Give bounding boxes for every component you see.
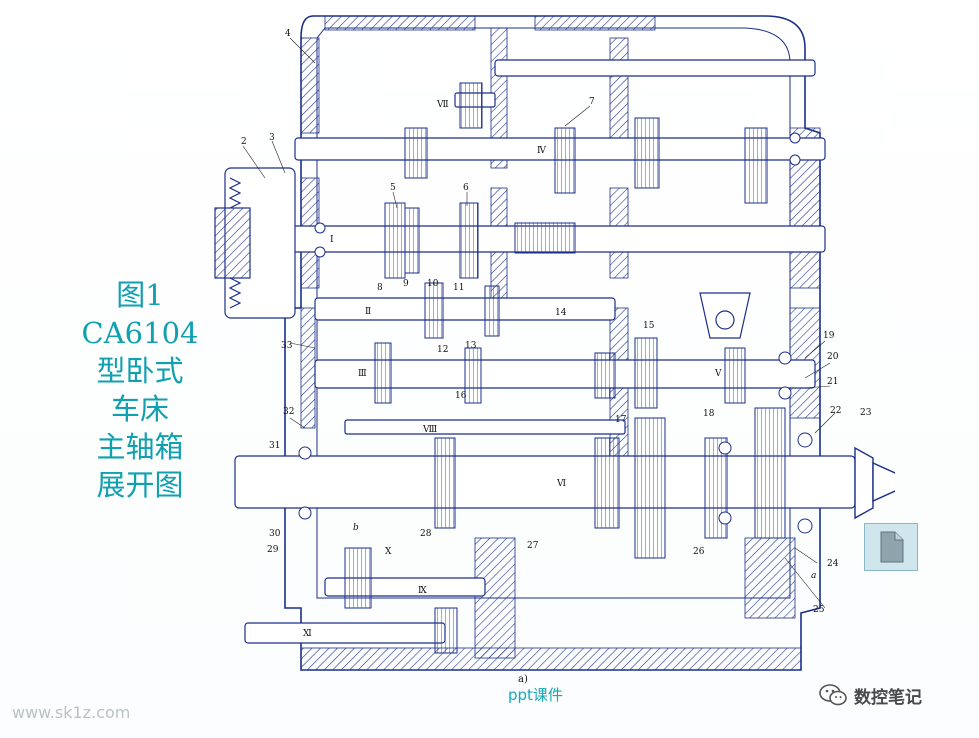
part-num: 28	[420, 529, 432, 539]
bearings	[298, 132, 813, 534]
part-num: 2	[241, 137, 247, 147]
part-num: 21	[827, 377, 838, 387]
part-num: 18	[703, 409, 715, 419]
shaft-label: Ⅰ	[330, 235, 334, 245]
part-num: 27	[527, 541, 539, 551]
caption: 图1 CA6104 型卧式 车床 主轴箱 展开图	[70, 276, 210, 504]
shaft-label: Ⅳ	[537, 146, 547, 156]
watermark-url: www.sk1z.com	[12, 703, 131, 722]
wechat-icon	[819, 684, 847, 706]
part-num: 7	[589, 97, 595, 107]
part-num: 33	[281, 341, 293, 351]
spindle-nose	[854, 446, 895, 520]
part-num: 9	[403, 279, 409, 289]
caption-line-5: 主轴箱	[96, 430, 184, 464]
shaft-label: Ⅴ	[714, 369, 722, 379]
part-num: 13	[465, 341, 477, 351]
caption-line-6: 展开图	[96, 468, 184, 502]
shaft-label: Ⅸ	[418, 586, 427, 596]
part-num: 4	[285, 29, 291, 39]
part-num: 32	[283, 407, 294, 417]
part-num: 10	[427, 279, 439, 289]
caption-line-3: 型卧式	[96, 354, 184, 388]
part-num: 22	[830, 406, 841, 416]
part-num: 30	[269, 529, 281, 539]
part-num: 23	[860, 408, 872, 418]
shaft-labels: Ⅰ Ⅱ Ⅲ Ⅳ Ⅴ Ⅵ Ⅶ Ⅷ Ⅸ Ⅹ Ⅺ	[303, 100, 722, 639]
caption-line-1: 图1	[116, 278, 164, 312]
part-num: 12	[437, 345, 448, 355]
document-icon[interactable]	[864, 523, 918, 571]
part-num: 15	[643, 321, 655, 331]
gearbox-drawing: 2 3 4 5 6 7 8 9 10 11 12 13 14 15 16 17 …	[214, 15, 895, 671]
part-num: 14	[555, 308, 567, 318]
part-num: 20	[827, 352, 839, 362]
part-num: 31	[269, 441, 280, 451]
part-num: 25	[813, 605, 825, 615]
caption-line-2: CA6104	[81, 316, 199, 350]
cam	[699, 292, 751, 339]
housing	[284, 15, 821, 671]
part-num: 3	[269, 133, 275, 143]
part-num: 17	[615, 415, 627, 425]
document-icon-graphic	[880, 531, 904, 563]
leader-lines	[242, 37, 836, 609]
part-num: 6	[463, 183, 469, 193]
part-num: 8	[377, 283, 383, 293]
part-num: 11	[453, 283, 464, 293]
shaft-label: Ⅹ	[385, 547, 392, 557]
shaft-label: Ⅷ	[422, 425, 437, 435]
part-num: 19	[823, 331, 835, 341]
part-num: 16	[455, 391, 467, 401]
shaft-label: Ⅺ	[303, 629, 312, 639]
brand-name: 数控笔记	[854, 687, 922, 708]
part-num: 24	[827, 559, 839, 569]
footer-ppt-label: ppt课件	[508, 686, 563, 704]
caption-line-4: 车床	[110, 392, 169, 426]
letter-label: b	[353, 523, 359, 533]
shaft-label: Ⅱ	[365, 307, 371, 317]
letter-labels: a b	[353, 523, 816, 581]
part-num: 29	[267, 545, 279, 555]
part-num: 26	[693, 547, 705, 557]
gears	[344, 82, 786, 654]
shaft-label: Ⅵ	[556, 479, 566, 489]
subfigure-label: a)	[518, 674, 528, 685]
part-num: 5	[390, 183, 396, 193]
letter-label: a	[811, 571, 816, 581]
pulley	[214, 167, 296, 319]
brand: 数控笔记	[818, 680, 922, 710]
shaft-label: Ⅶ	[436, 100, 449, 110]
part-numbers: 2 3 4 5 6 7 8 9 10 11 12 13 14 15 16 17 …	[241, 29, 872, 615]
shaft-label: Ⅲ	[358, 369, 367, 379]
